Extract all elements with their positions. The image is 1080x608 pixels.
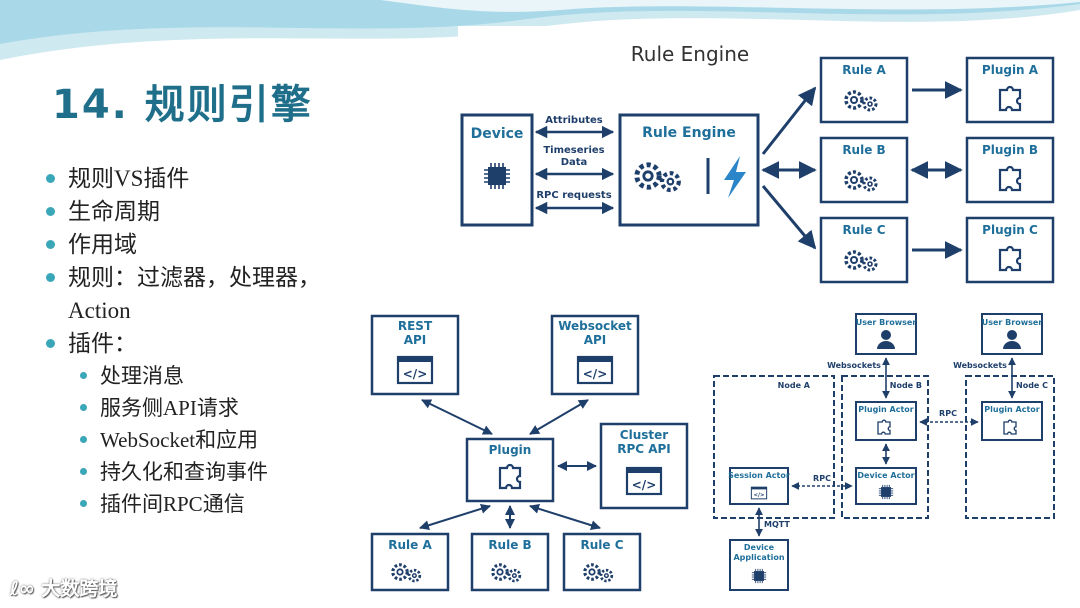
bullet-text: 规则：过滤器，处理器，	[68, 265, 321, 290]
plugin-actor-box: Plugin Actor	[855, 401, 917, 441]
arrow-engine-rule-a	[761, 86, 817, 155]
bullet-text-cont: Action	[68, 298, 131, 323]
websockets-label: Websockets	[953, 361, 1007, 370]
plugin-c-box: Plugin C	[965, 216, 1055, 284]
device-application-box: Device Application	[729, 539, 789, 591]
rule-a-box: Rule A	[370, 532, 450, 592]
rpc-label: RPC	[813, 474, 831, 483]
code-icon	[625, 466, 663, 496]
rule-c-label: Rule C	[842, 223, 885, 237]
rest-api-label-1: REST	[398, 319, 433, 333]
rule-c-label: Rule C	[580, 538, 623, 552]
session-actor-box: Session Actor	[728, 467, 790, 505]
rule-b-box: Rule B	[470, 532, 550, 592]
cluster-label-2: RPC API	[617, 442, 671, 456]
session-actor-label: Session Actor	[728, 471, 790, 480]
arrow-plugin-rule-a	[419, 503, 491, 531]
code-icon	[750, 486, 768, 500]
rpc-label: RPC	[939, 409, 957, 418]
device-actor-box: Device Actor	[855, 467, 917, 505]
bullet-item: 生命周期	[46, 195, 366, 228]
node-b-label: Node B	[890, 381, 922, 390]
device-label: Device	[471, 126, 524, 142]
header-wave	[0, 0, 1080, 60]
plugin-b-label: Plugin B	[982, 143, 1038, 157]
websocket-api-box: Websocket API	[550, 314, 640, 396]
plugin-b-box: Plugin B	[965, 136, 1055, 204]
node-a-label: Node A	[778, 381, 811, 390]
plugin-actor-label: Plugin Actor	[984, 405, 1040, 414]
device-app-label-2: Application	[733, 553, 784, 562]
rule-b-box: Rule B	[819, 136, 909, 204]
diagram-title: Rule Engine	[631, 42, 749, 66]
watermark-text: 大数跨境	[41, 578, 118, 600]
bullet-item: 规则VS插件	[46, 162, 366, 195]
arrow-label-rpc: RPC requests	[536, 190, 611, 201]
user-browser-box: User Browser	[855, 313, 917, 355]
device-app-label-1: Device	[744, 543, 775, 552]
arrow-websocket-plugin	[529, 399, 589, 435]
rule-a-label: Rule A	[842, 63, 886, 77]
cluster-rpc-box: Cluster RPC API	[599, 422, 689, 510]
rest-api-label-2: API	[404, 333, 427, 347]
user-browser-label: User Browser	[982, 318, 1043, 327]
sub-bullet-item: 服务侧API请求	[46, 392, 366, 424]
arrow-engine-rule-c	[761, 185, 817, 250]
node-b	[841, 375, 929, 519]
rule-a-label: Rule A	[388, 538, 432, 552]
device-box: Device	[460, 113, 534, 227]
code-icon	[396, 355, 434, 385]
code-icon	[576, 355, 614, 385]
rule-a-box: Rule A	[819, 56, 909, 124]
node-c	[965, 375, 1055, 519]
arrow-label-data: Data	[561, 157, 588, 168]
node-a	[713, 375, 835, 519]
slide-title: 14. 规则引擎	[52, 82, 313, 128]
plugin-actor-box: Plugin Actor	[981, 401, 1043, 441]
arrow-label-attributes: Attributes	[545, 115, 602, 126]
arrow-label-timeseries: Timeseries	[543, 145, 604, 156]
bullet-list: 规则VS插件 生命周期 作用域 规则：过滤器，处理器， Action 插件： 处理…	[46, 162, 366, 520]
rule-engine-box: Rule Engine	[618, 113, 760, 227]
websocket-api-label-2: API	[584, 333, 607, 347]
rule-engine-diagram: Rule Engine Device Attributes Timeseries…	[458, 26, 1062, 296]
sub-bullet-item: 处理消息	[46, 360, 366, 392]
logo-mark-icon: ℓ∞	[10, 578, 35, 600]
node-c-label: Node C	[1016, 381, 1048, 390]
plugin-a-label: Plugin A	[982, 63, 1039, 77]
sub-bullet-item: 持久化和查询事件	[46, 456, 366, 488]
arrow-rest-plugin	[421, 399, 493, 435]
rule-c-box: Rule C	[819, 216, 909, 284]
websocket-api-label-1: Websocket	[558, 319, 632, 333]
device-actor-label: Device Actor	[857, 471, 914, 480]
rule-c-box: Rule C	[562, 532, 642, 592]
watermark-logo: ℓ∞ 大数跨境	[10, 574, 117, 601]
bullet-item: 规则：过滤器，处理器， Action	[46, 261, 366, 327]
bullet-item: 插件：	[46, 327, 366, 360]
cluster-label-1: Cluster	[620, 428, 668, 442]
plugin-actor-label: Plugin Actor	[858, 405, 914, 414]
lightning-icon	[724, 156, 746, 198]
rule-b-label: Rule B	[842, 143, 885, 157]
rule-b-label: Rule B	[488, 538, 531, 552]
bullet-item: 作用域	[46, 228, 366, 261]
sub-bullet-item: 插件间RPC通信	[46, 488, 366, 520]
user-browser-label: User Browser	[856, 318, 917, 327]
cluster-diagram: User Browser User Browser Websockets Web…	[706, 306, 1062, 596]
user-browser-box: User Browser	[981, 313, 1043, 355]
rule-engine-label: Rule Engine	[642, 125, 736, 141]
plugin-c-label: Plugin C	[982, 223, 1038, 237]
mqtt-label: MQTT	[764, 520, 790, 529]
arrow-plugin-rule-c	[529, 503, 601, 531]
websockets-label: Websockets	[827, 361, 881, 370]
plugin-diagram: REST API Websocket API Plugin Cluster RP…	[362, 306, 700, 596]
plugin-label: Plugin	[489, 443, 532, 457]
rest-api-box: REST API	[370, 314, 460, 396]
sub-bullet-item: WebSocket和应用	[46, 424, 366, 456]
plugin-box: Plugin	[465, 437, 555, 503]
plugin-a-box: Plugin A	[965, 56, 1055, 124]
